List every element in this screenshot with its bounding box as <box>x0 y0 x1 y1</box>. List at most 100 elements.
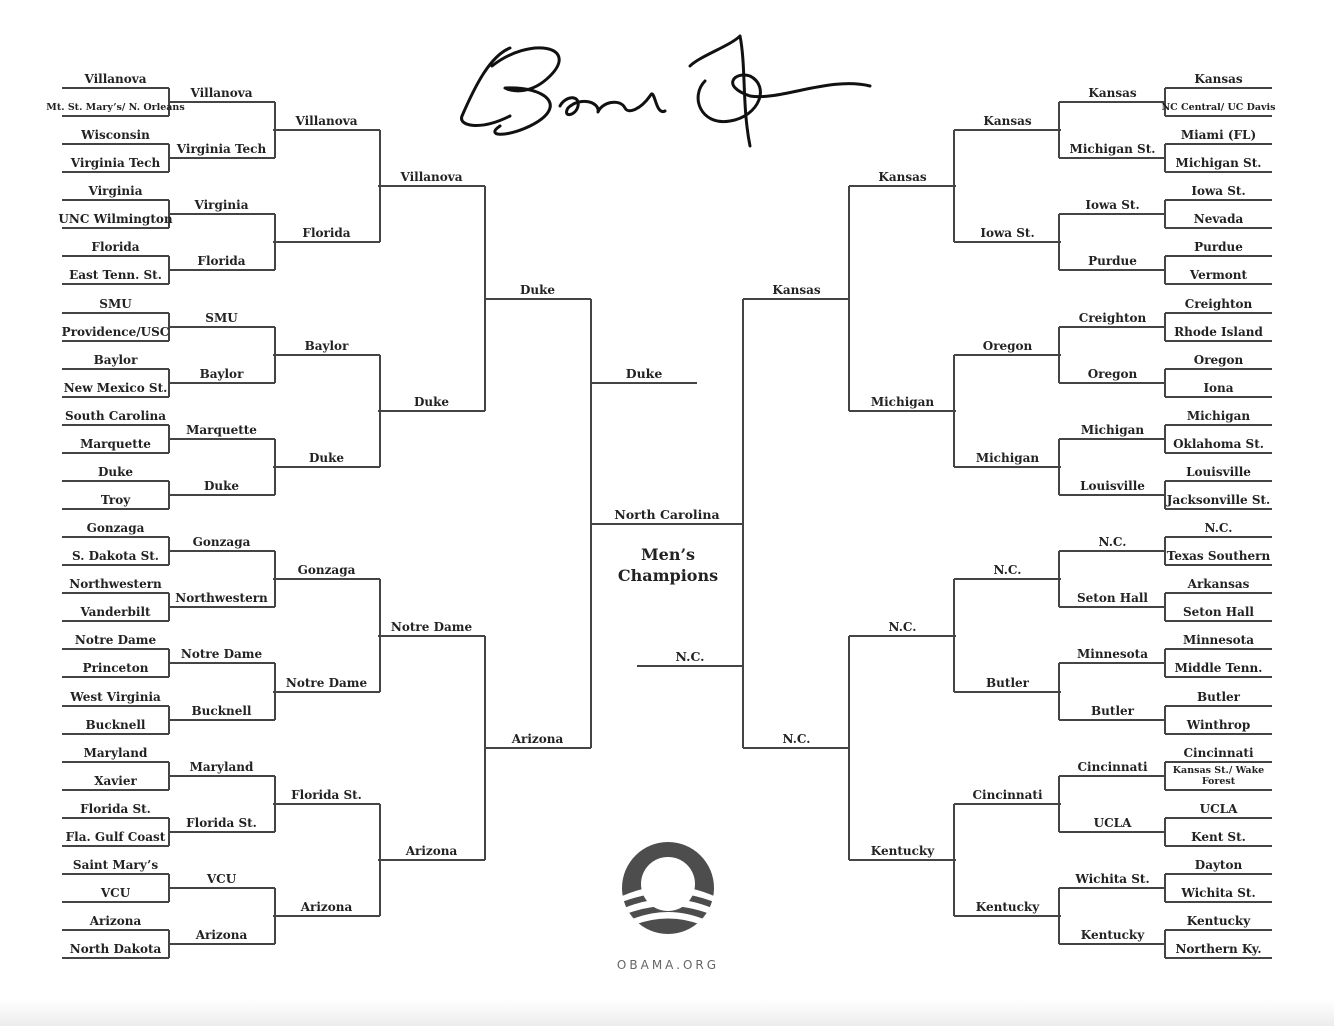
team-label: N.C. <box>782 732 811 746</box>
team-label: Kansas St./ Wake Forest <box>1172 765 1265 787</box>
bottom-shade <box>0 1000 1334 1026</box>
team-label: N.C. <box>888 620 917 634</box>
team-label: Middle Tenn. <box>1174 661 1263 675</box>
team-label: Kentucky <box>975 900 1040 914</box>
team-label: Jacksonville St. <box>1166 493 1271 507</box>
team-label: Duke <box>625 366 663 381</box>
team-label: Rhode Island <box>1174 325 1263 339</box>
team-label: Wisconsin <box>81 128 150 142</box>
center-title-line2: Champions <box>617 566 719 585</box>
team-label: Xavier <box>94 774 137 788</box>
team-label: Arizona <box>405 844 458 858</box>
team-label: North Dakota <box>69 942 162 956</box>
team-label: Wichita St. <box>1075 872 1150 886</box>
team-label: Virginia Tech <box>70 156 161 170</box>
center-title-line1: Men’s <box>640 545 696 564</box>
team-label: Providence/USC <box>61 325 170 339</box>
team-label: Duke <box>413 395 450 409</box>
team-label: Notre Dame <box>390 620 473 634</box>
team-label: Kentucky <box>870 844 935 858</box>
team-label: Wichita St. <box>1181 886 1256 900</box>
team-label: Gonzaga <box>297 563 356 577</box>
team-label: N.C. <box>993 563 1022 577</box>
team-label: Maryland <box>189 760 254 774</box>
team-label: New Mexico St. <box>63 381 168 395</box>
team-label: Fla. Gulf Coast <box>65 830 166 844</box>
team-label: Cincinnati <box>972 788 1043 802</box>
team-label: Vermont <box>1189 268 1248 282</box>
team-label: Baylor <box>199 367 244 381</box>
team-label: Butler <box>1091 704 1134 718</box>
team-label: Duke <box>97 465 134 479</box>
team-label: Cincinnati <box>1183 746 1254 760</box>
team-label: Northwestern <box>175 591 268 605</box>
team-label: Kansas <box>1088 86 1137 100</box>
team-label: Creighton <box>1184 297 1253 311</box>
team-label: Kansas <box>772 283 821 297</box>
team-label: Duke <box>308 451 345 465</box>
team-label: Oklahoma St. <box>1173 437 1264 451</box>
team-label: Purdue <box>1194 240 1243 254</box>
team-label: Purdue <box>1088 254 1137 268</box>
team-label: Northern Ky. <box>1175 942 1262 956</box>
logo-text: OBAMA.ORG <box>616 958 720 972</box>
team-label: UCLA <box>1093 816 1132 830</box>
team-label: Virginia <box>88 184 143 198</box>
team-label: Iowa St. <box>1191 184 1246 198</box>
team-label: Michigan <box>1186 409 1251 423</box>
team-label: South Carolina <box>64 409 167 423</box>
center-title: Men’s Champions <box>618 544 718 586</box>
team-label: S. Dakota St. <box>72 549 159 563</box>
team-label: N.C. <box>1098 535 1127 549</box>
team-label: Villanova <box>190 86 253 100</box>
team-label: Notre Dame <box>180 647 263 661</box>
team-label: Iona <box>1203 381 1234 395</box>
team-label: Butler <box>986 676 1029 690</box>
team-label: Arkansas <box>1187 577 1250 591</box>
team-label: Villanova <box>84 72 147 86</box>
team-label: Notre Dame <box>74 633 157 647</box>
team-label: Troy <box>100 493 131 507</box>
team-label: Duke <box>519 283 556 297</box>
team-label: Kent St. <box>1191 830 1246 844</box>
team-label: Louisville <box>1186 465 1251 479</box>
team-label: Florida <box>91 240 140 254</box>
team-label: Virginia Tech <box>176 142 267 156</box>
team-label: Michigan St. <box>1175 156 1262 170</box>
team-label: Seton Hall <box>1183 605 1254 619</box>
team-label: Maryland <box>83 746 148 760</box>
team-label: Kansas <box>983 114 1032 128</box>
team-label: Texas Southern <box>1166 549 1271 563</box>
team-label: Kentucky <box>1080 928 1145 942</box>
team-label: UNC Wilmington <box>58 212 173 226</box>
team-label: Arizona <box>511 732 564 746</box>
signature <box>460 34 872 148</box>
team-label: Florida St. <box>186 816 257 830</box>
team-label: Oregon <box>1087 367 1138 381</box>
team-label: SMU <box>99 297 132 311</box>
team-label: Villanova <box>400 170 463 184</box>
team-label: Arizona <box>195 928 248 942</box>
team-label: Kentucky <box>1186 914 1251 928</box>
team-label: Butler <box>1197 690 1240 704</box>
team-label: N.C. <box>675 649 705 664</box>
team-label: Creighton <box>1078 311 1147 325</box>
team-label: Kansas <box>1194 72 1243 86</box>
team-label: Michigan <box>1080 423 1145 437</box>
team-label: Kansas <box>878 170 927 184</box>
team-label: West Virginia <box>70 690 161 704</box>
team-label: Baylor <box>93 353 138 367</box>
team-label: Michigan <box>870 395 935 409</box>
team-label: Florida <box>197 254 246 268</box>
team-label: Gonzaga <box>86 521 145 535</box>
team-label: SMU <box>205 311 238 325</box>
team-label: Minnesota <box>1076 647 1149 661</box>
team-label: NC Central/ UC Davis <box>1161 102 1276 113</box>
team-label: Vanderbilt <box>80 605 151 619</box>
team-label: Florida St. <box>80 802 151 816</box>
team-label: Oregon <box>1193 353 1244 367</box>
obama-logo-icon <box>622 842 714 934</box>
team-label: East Tenn. St. <box>69 268 162 282</box>
team-label: Bucknell <box>85 718 146 732</box>
